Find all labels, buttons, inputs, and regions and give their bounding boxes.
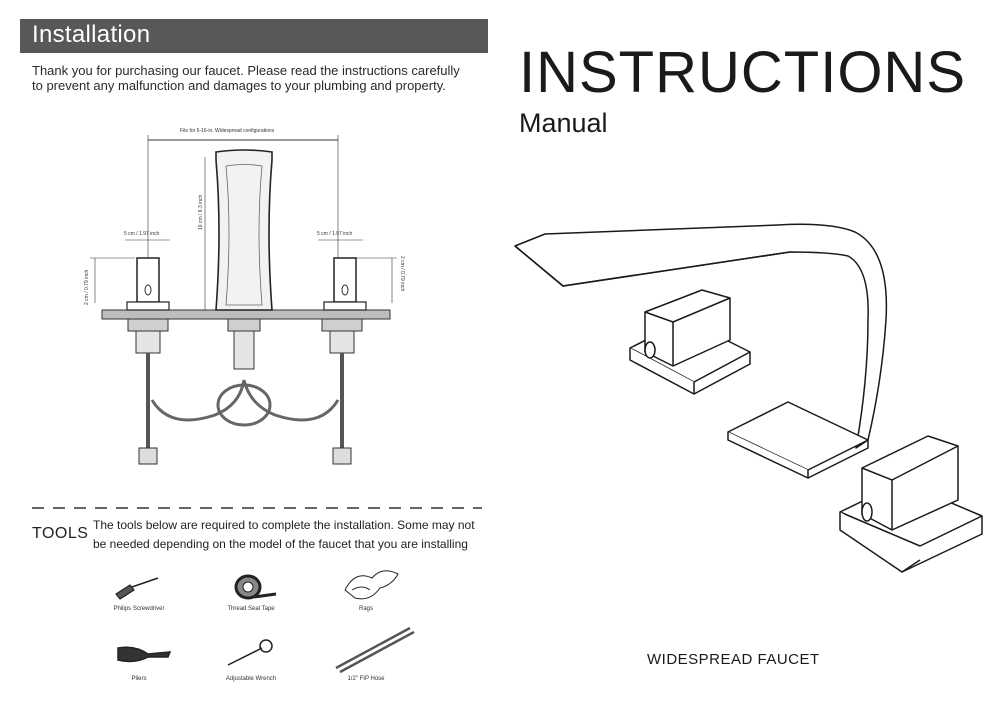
tool-label-pliers: Pliers — [131, 676, 147, 682]
span-dimension-label: Fits for 6-16-in. Widespread configurati… — [180, 128, 275, 134]
cover-title: INSTRUCTIONS — [519, 40, 966, 105]
screwdriver-icon — [115, 577, 159, 600]
intro-text: Thank you for purchasing our faucet. Ple… — [32, 63, 460, 93]
section-header-bar — [20, 19, 488, 53]
pliers-icon — [117, 646, 172, 663]
cover-subtitle: Manual — [519, 108, 608, 138]
hose-icon — [335, 626, 415, 674]
tool-label-wrench: Adjustable Wrench — [225, 676, 277, 682]
tool-label-rags: Rags — [358, 606, 373, 612]
rag-icon — [344, 570, 399, 600]
wrench-icon — [227, 639, 273, 666]
left-handle-width-label: 5 cm / 1.97 inch — [124, 231, 160, 237]
product-name: WIDESPREAD FAUCET — [647, 651, 820, 668]
tool-label-screwdriver: Philips Screwdriver — [113, 606, 165, 612]
tape-icon — [234, 574, 277, 600]
tool-label-tape: Thread Seal Tape — [227, 606, 275, 612]
tools-description: The tools below are required to complete… — [93, 518, 475, 551]
right-handle-width-label: 5 cm / 1.97 inch — [317, 231, 353, 237]
tool-label-hose: 1/2" FIP Hose — [347, 676, 385, 682]
tools-heading: TOOLS — [32, 525, 89, 542]
section-title: Installation — [32, 21, 151, 48]
